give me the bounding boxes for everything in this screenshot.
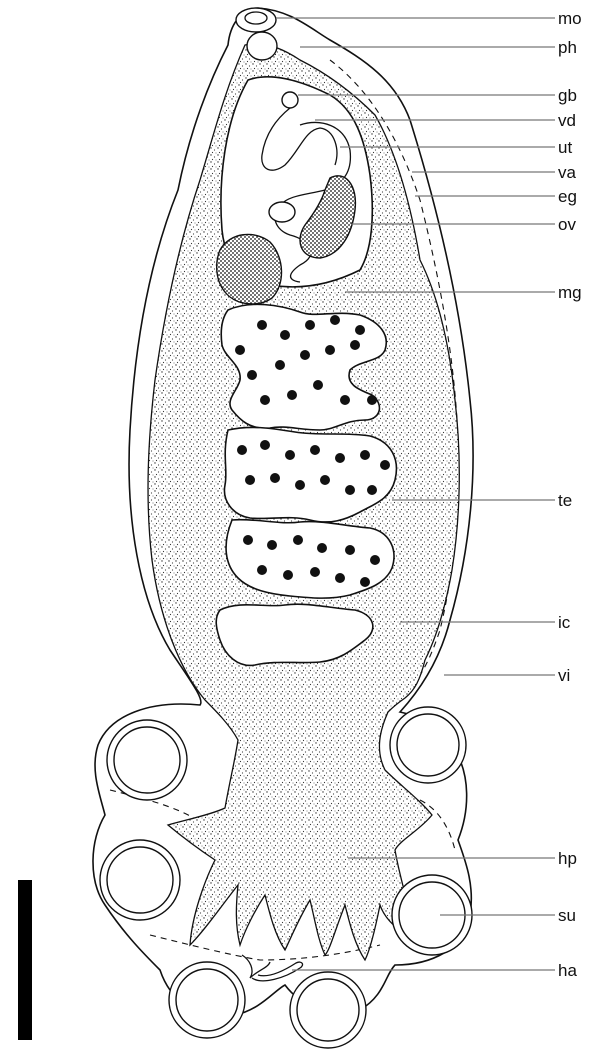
label-mo: mo <box>558 9 582 28</box>
label-ut: ut <box>558 138 572 157</box>
label-gb: gb <box>558 86 577 105</box>
label-vd: vd <box>558 111 576 130</box>
testes <box>221 304 396 598</box>
label-te: te <box>558 491 572 510</box>
label-ha: ha <box>558 961 577 980</box>
label-hp: hp <box>558 849 577 868</box>
egg <box>269 202 295 222</box>
vitellarium-mass <box>217 234 282 304</box>
pharynx <box>247 32 277 60</box>
scale-bar <box>18 880 32 1040</box>
label-ic: ic <box>558 613 571 632</box>
label-ov: ov <box>558 215 576 234</box>
label-vi: vi <box>558 666 570 685</box>
label-va: va <box>558 163 577 182</box>
label-mg: mg <box>558 283 582 302</box>
genital-bulb <box>282 92 298 108</box>
label-ph: ph <box>558 38 577 57</box>
label-su: su <box>558 906 576 925</box>
label-eg: eg <box>558 187 577 206</box>
